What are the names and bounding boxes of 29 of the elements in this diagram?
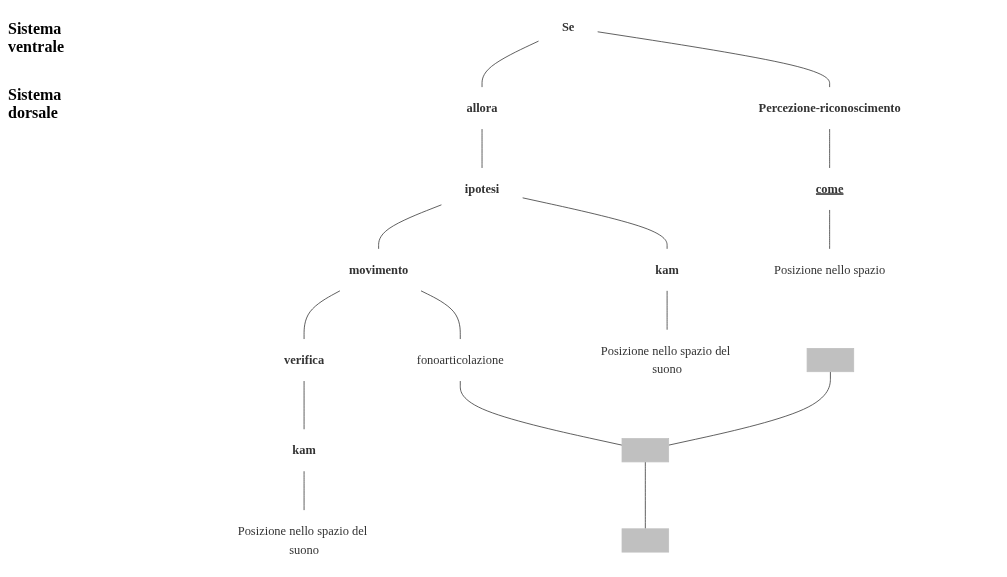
node-bar [806, 348, 855, 373]
node-text: Se [561, 20, 575, 34]
node-text: movimento [348, 262, 409, 277]
connector [420, 290, 461, 340]
connector [378, 204, 442, 250]
node-text: Posizione nello spazio del suono [237, 524, 368, 556]
connector [829, 209, 831, 250]
connector [829, 128, 831, 169]
node-text: kam [292, 443, 316, 457]
node-bar [621, 528, 670, 553]
node-text: Posizione nello spazio del suono [600, 343, 731, 376]
node-text: come [815, 181, 844, 196]
node-text: verifica [284, 353, 325, 367]
node-text: allora [466, 101, 498, 115]
connector [459, 380, 623, 446]
row-label: Sistema dorsale [8, 86, 63, 122]
node-text: Percezione-riconoscimento [758, 101, 901, 115]
node-text: kam [655, 262, 679, 277]
connector [481, 40, 539, 88]
node-text: fonoarticolazione [416, 353, 504, 367]
row-label: Sistema ventrale [8, 20, 65, 56]
connector [597, 31, 831, 88]
node-text: ipotesi [464, 181, 500, 196]
connector [644, 461, 646, 530]
connector [522, 197, 668, 250]
node-bar [621, 438, 670, 463]
connector [668, 371, 831, 446]
node-text: Posizione nello spazio [774, 262, 886, 277]
connector [303, 290, 341, 340]
